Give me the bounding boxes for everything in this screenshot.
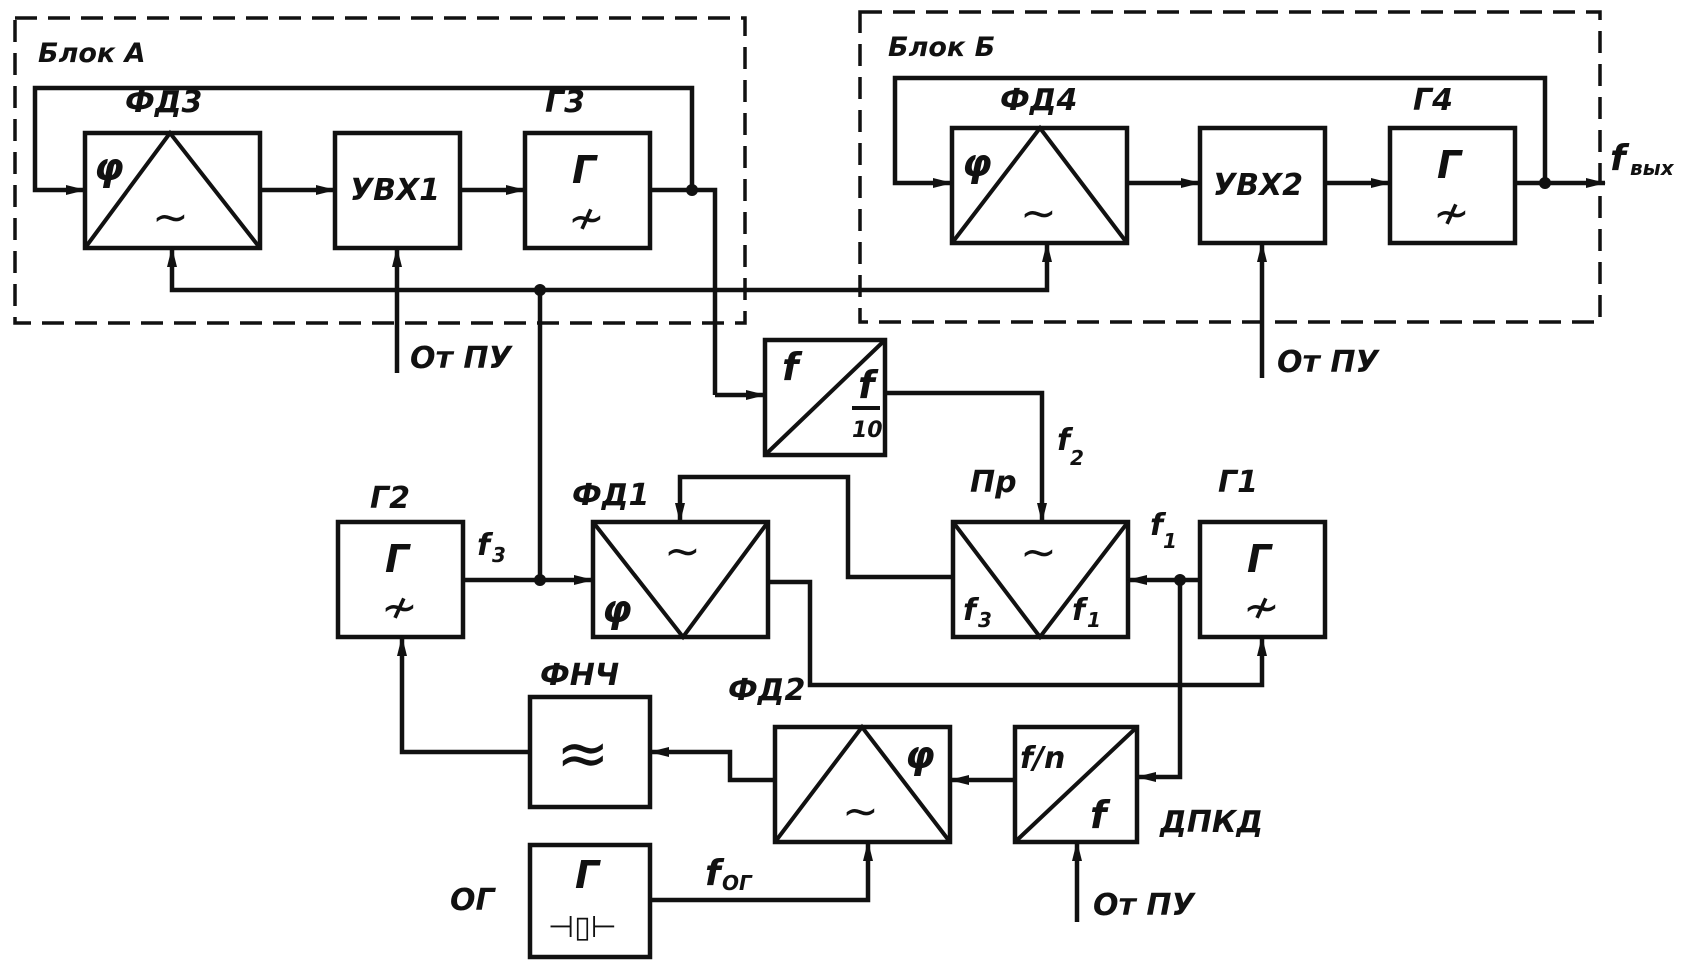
fd3-tilde: ∼ <box>152 192 189 243</box>
g4-tilde: ≁ <box>1433 188 1470 239</box>
output-sub: вых <box>1630 156 1675 180</box>
wire-pr-fd1 <box>675 474 953 580</box>
og-label: ОГ <box>450 883 497 918</box>
fd4-box <box>949 125 1130 246</box>
fd3-label: ФД3 <box>125 85 202 120</box>
pr-f1: f <box>1072 593 1089 628</box>
og-g: Г <box>575 853 601 897</box>
output-label: f <box>1610 138 1630 179</box>
fd2-triangle <box>773 723 952 844</box>
divider-f-in: f <box>782 345 803 389</box>
uvx2-box <box>1197 125 1328 246</box>
g1-tilde: ≁ <box>1243 582 1280 633</box>
f-og-sub: ОГ <box>722 871 753 895</box>
fnch-box <box>527 694 653 810</box>
g2-box <box>335 519 466 640</box>
fd4-label: ФД4 <box>1000 83 1077 118</box>
wire-og-fd2 <box>650 841 873 903</box>
from-pu-a: От ПУ <box>410 341 513 376</box>
g2-label: Г2 <box>370 481 410 516</box>
pr-f1-sub: 1 <box>1087 608 1101 632</box>
node-g3-out <box>686 184 698 196</box>
g3-box <box>522 130 653 251</box>
wire-b-feedback <box>892 75 1548 188</box>
fd2-phi: φ <box>905 733 935 777</box>
fd4-phi: φ <box>962 141 992 185</box>
wire-fd1-g1 <box>768 579 1267 688</box>
fnch-symbol: ≈ <box>556 717 610 791</box>
g3-tilde: ≁ <box>568 193 605 244</box>
uvx2-label: УВХ2 <box>1213 168 1303 203</box>
pr-triangle <box>951 520 1130 641</box>
dpkd-top: f/n <box>1020 741 1065 776</box>
g4-label: Г4 <box>1413 83 1453 118</box>
fd1-triangle <box>591 520 770 641</box>
f3-label: f <box>477 528 494 563</box>
from-pu-b: От ПУ <box>1277 345 1380 380</box>
dpkd-bottom: f <box>1090 793 1111 837</box>
wire-g3-out <box>650 187 718 395</box>
og-crystal: ⊣▯⊢ <box>548 910 617 945</box>
fd2-box <box>772 724 953 845</box>
g4-box <box>1387 125 1518 246</box>
g2-tilde: ≁ <box>381 582 418 633</box>
fd2-tilde: ∼ <box>842 786 879 837</box>
f1-sub: 1 <box>1163 529 1177 553</box>
fd1-phi: φ <box>602 587 632 631</box>
divider-f-num: f <box>858 363 879 407</box>
fd3-triangle <box>83 129 262 250</box>
g1-box <box>1197 519 1328 640</box>
fnch-label: ФНЧ <box>540 658 619 693</box>
node-g4-out <box>1539 177 1551 189</box>
dpkd-label: ДПКД <box>1159 805 1263 840</box>
block-b-frame <box>858 10 1602 324</box>
dpkd-diagonal <box>1013 725 1139 844</box>
g1-g: Г <box>1247 537 1273 581</box>
g3-label: Г3 <box>545 85 585 120</box>
fd4-triangle <box>950 124 1129 245</box>
wire-f1-dpkd <box>1136 580 1183 782</box>
f2-label: f <box>1057 423 1074 458</box>
fd3-phi: φ <box>94 145 124 189</box>
pr-label: Пр <box>970 465 1017 500</box>
divider-f-den: 10 <box>852 418 883 443</box>
f3-sub: 3 <box>492 543 506 567</box>
g2-g: Г <box>385 537 411 581</box>
g1-label: Г1 <box>1218 465 1258 500</box>
wire-ref-fd3 <box>167 247 540 293</box>
f-og-label: f <box>705 853 725 894</box>
pr-tilde: ∼ <box>1020 527 1057 578</box>
fd4-tilde: ∼ <box>1020 188 1057 239</box>
block-a-title: Блок А <box>38 38 146 69</box>
fd1-label: ФД1 <box>572 478 649 513</box>
g3-g: Г <box>572 148 598 192</box>
wire-fnch-g2 <box>397 636 530 755</box>
wire-a-feedback <box>32 85 695 195</box>
f1-label: f <box>1150 508 1167 543</box>
g4-g: Г <box>1437 143 1463 187</box>
uvx1-label: УВХ1 <box>350 173 440 208</box>
og-box <box>527 842 653 960</box>
from-pu-dpkd: От ПУ <box>1093 888 1196 923</box>
block-b-title: Блок Б <box>888 32 995 63</box>
f2-sub: 2 <box>1070 446 1084 470</box>
pr-f3: f <box>963 593 980 628</box>
block-a-frame <box>13 16 747 325</box>
fd2-label: ФД2 <box>728 673 805 708</box>
wire-divider-pr <box>885 390 1047 523</box>
wire-fd2-fnch <box>649 747 775 783</box>
fd1-tilde: ∼ <box>664 526 701 577</box>
pr-f3-sub: 3 <box>978 608 992 632</box>
wire-ref-fd4 <box>540 242 1052 293</box>
divider-diagonal <box>763 338 887 457</box>
